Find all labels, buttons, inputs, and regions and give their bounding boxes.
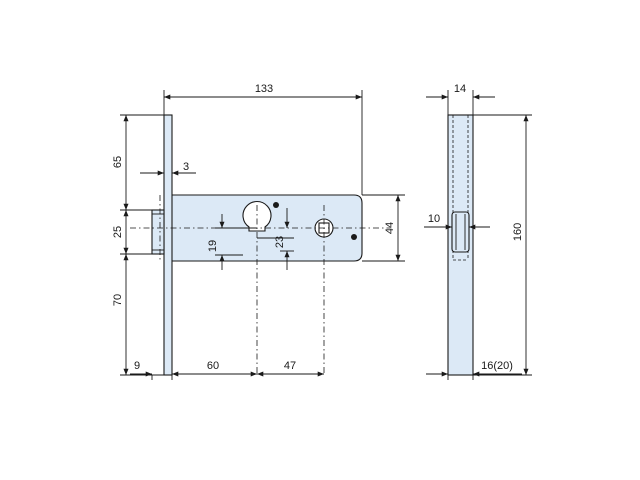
roller-latch [151,209,165,255]
faceplate [163,114,173,376]
dim-overall-length: 133 [255,83,273,95]
fixing-point-bottom [351,234,357,240]
dim-cylinder-offset: 19 [207,240,219,252]
dim-side-height: 160 [512,223,524,241]
cylinder-hole [242,201,272,232]
dim-left-margin: 9 [134,360,140,372]
dim-roller-width: 10 [428,213,440,225]
dim-bottom-width: 16(20) [481,360,513,372]
dim-roller-height: 25 [112,226,124,238]
dim-top-offset: 65 [112,156,124,168]
fixing-point-top [273,202,279,208]
front-view: 133 3 65 25 70 44 19 23 9 60 47 [112,83,405,380]
dim-centers: 47 [284,360,296,372]
dim-body-height: 44 [384,222,396,234]
dim-side-width: 14 [454,83,466,95]
dim-follower-offset: 23 [274,236,286,248]
dim-backset: 60 [207,360,219,372]
side-view: 14 160 10 16(20) [424,83,532,380]
dim-faceplate-thickness: 3 [183,161,189,173]
side-roller [451,211,470,253]
dim-bottom-offset: 70 [112,294,124,306]
